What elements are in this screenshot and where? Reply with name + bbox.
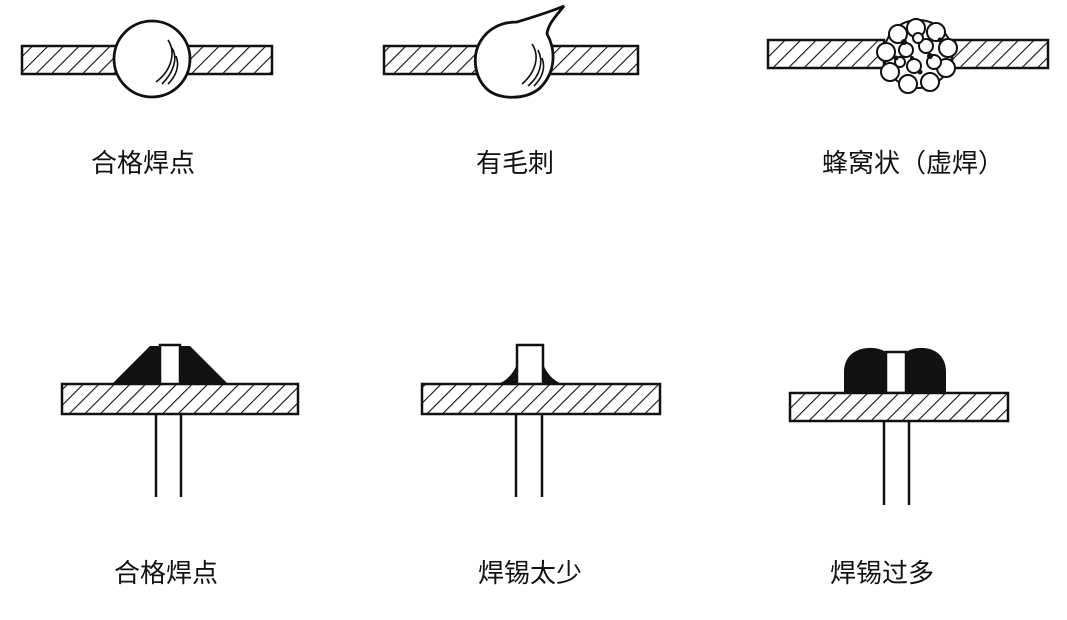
bottom-too-much-solder-figure bbox=[788, 347, 1010, 505]
pcb-board bbox=[60, 382, 300, 416]
bottom-too-little-solder-figure bbox=[420, 343, 662, 497]
component-lead-top bbox=[158, 343, 182, 387]
wire-right bbox=[182, 44, 274, 76]
ball-highlight bbox=[521, 43, 545, 87]
wire-right bbox=[548, 44, 640, 76]
wire-left bbox=[382, 44, 486, 76]
porous-dark-spots bbox=[893, 37, 943, 75]
solder-fillet bbox=[498, 364, 517, 384]
porous-solder-blob bbox=[876, 18, 958, 94]
caption-bottom-too-little-solder: 焊锡太少 bbox=[477, 559, 582, 589]
component-lead-top bbox=[884, 350, 908, 395]
caption-top-honeycomb: 蜂窝状（虚焊） bbox=[821, 149, 1004, 179]
pcb-board bbox=[788, 391, 1010, 423]
caption-bottom-qualified-joint: 合格焊点 bbox=[113, 559, 218, 589]
caption-bottom-too-much-solder: 焊锡过多 bbox=[829, 559, 934, 589]
caption-top-qualified-joint: 合格焊点 bbox=[90, 149, 195, 179]
solder-fillet bbox=[543, 364, 562, 384]
top-burr-joint-figure bbox=[382, 4, 640, 99]
caption-top-burr: 有毛刺 bbox=[475, 149, 554, 179]
wire-right bbox=[950, 38, 1050, 70]
top-honeycomb-joint-figure bbox=[766, 18, 1050, 94]
solder-fillet bbox=[180, 346, 228, 384]
solder-blob bbox=[906, 347, 946, 393]
pcb-board bbox=[420, 382, 662, 416]
top-qualified-joint-figure bbox=[20, 19, 274, 99]
ball-highlight bbox=[155, 39, 179, 85]
wire-left bbox=[766, 38, 886, 70]
wire-left bbox=[20, 44, 124, 76]
bottom-qualified-joint-figure bbox=[60, 343, 300, 497]
solder-ball bbox=[112, 19, 192, 99]
component-lead-top bbox=[515, 343, 545, 387]
solder-fillet bbox=[112, 346, 160, 384]
solder-blob bbox=[844, 347, 886, 393]
solder-ball-with-spike bbox=[473, 4, 566, 99]
